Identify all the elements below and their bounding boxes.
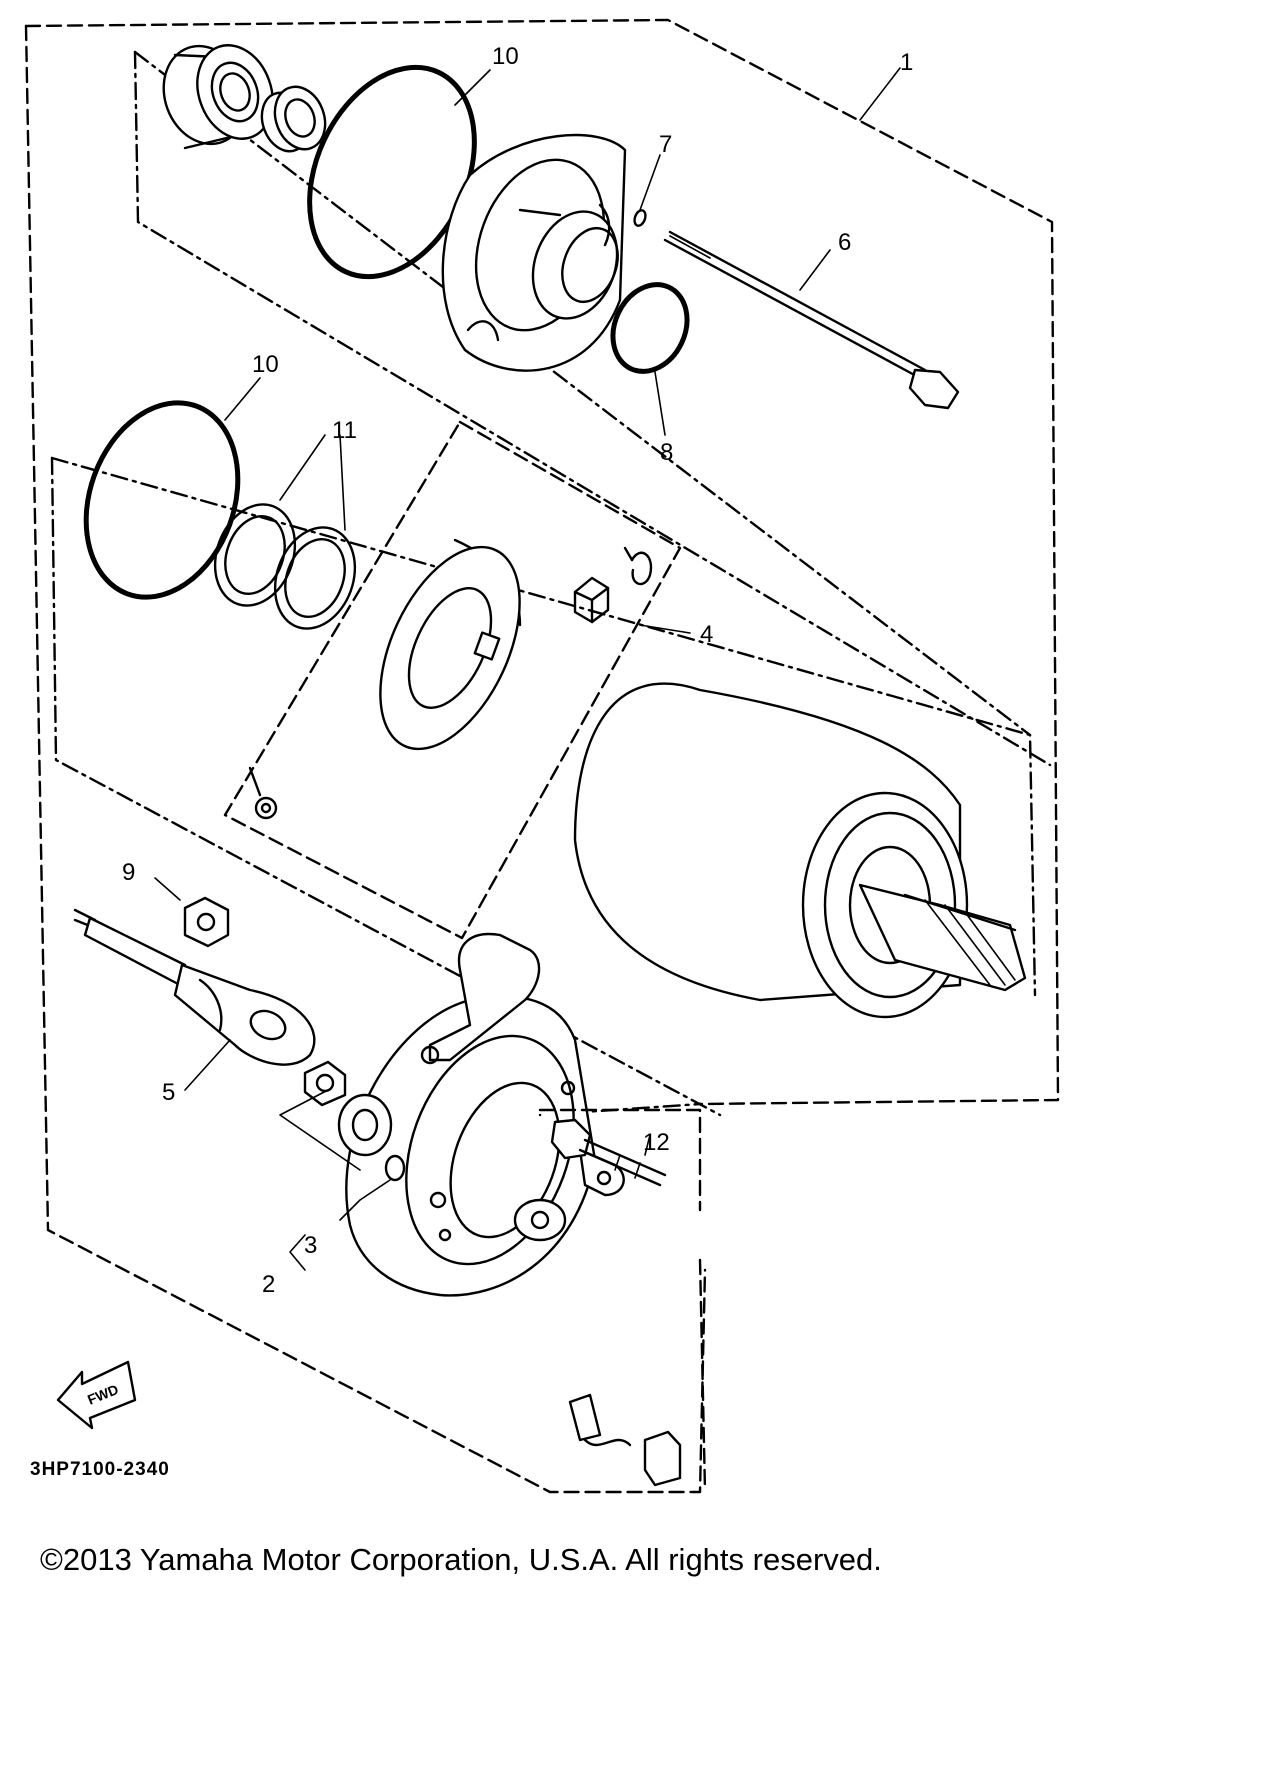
- o-ring-8: [610, 282, 690, 374]
- through-bolt: [663, 230, 960, 410]
- washers: [303, 1060, 406, 1182]
- callout-5: 5: [162, 1079, 175, 1106]
- callout-11: 11: [332, 417, 357, 444]
- front-cover: [345, 932, 625, 1297]
- o-ring-small: [633, 209, 647, 227]
- callout-7: 7: [659, 131, 672, 158]
- leader-lines: [154, 67, 901, 1271]
- lower-boundary: [538, 1108, 707, 1492]
- brush-holder: [568, 1393, 682, 1487]
- callout-4: 4: [700, 621, 713, 648]
- callout-numbers: 1 2 3 4 5 6 7 8 9 10 10 11 12: [122, 43, 913, 1298]
- assembly-boundaries: [24, 18, 1060, 1494]
- nut: [183, 896, 230, 948]
- o-ring-mid: [83, 400, 241, 600]
- callout-10-mid: 10: [252, 351, 279, 378]
- yoke-assembly: [573, 682, 1027, 1019]
- copyright-notice: ©2013 Yamaha Motor Corporation, U.S.A. A…: [40, 1542, 882, 1577]
- bearing: [162, 44, 274, 150]
- callout-10-top: 10: [492, 43, 519, 70]
- part-code: 3HP7100-2340: [30, 1459, 170, 1480]
- end-cover: [441, 133, 627, 372]
- brush-set: [223, 420, 682, 940]
- callout-1: 1: [900, 49, 913, 76]
- lead-wire: [73, 908, 316, 1066]
- shims: [213, 503, 357, 630]
- callout-12: 12: [643, 1129, 670, 1156]
- callout-3: 3: [304, 1232, 317, 1259]
- callout-2: 2: [262, 1271, 275, 1298]
- callout-9: 9: [122, 859, 135, 886]
- oil-seal: [260, 85, 327, 153]
- fwd-arrow: FWD: [56, 1360, 137, 1430]
- bolt: [550, 1118, 667, 1187]
- callout-6: 6: [838, 229, 851, 256]
- callout-8: 8: [660, 439, 673, 466]
